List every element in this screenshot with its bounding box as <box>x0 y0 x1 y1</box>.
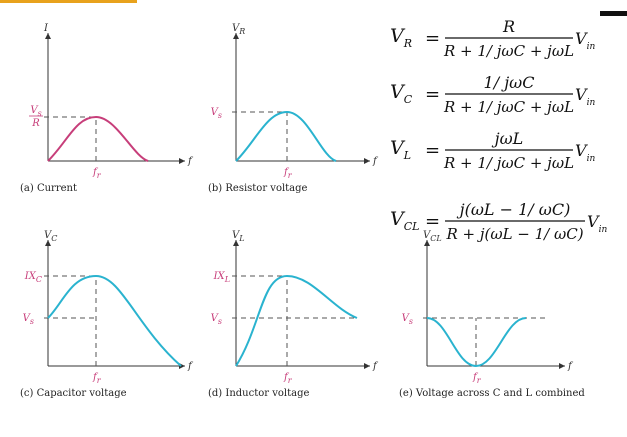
y-axis-arrow-icon <box>424 240 430 246</box>
vin-factor: Vin <box>575 29 595 52</box>
ref-label: Vs <box>211 107 222 120</box>
y-axis-arrow-icon <box>233 33 239 39</box>
numerator: j(ωL − 1/ ωC) <box>457 200 571 219</box>
x-axis-label: f <box>372 156 379 167</box>
response-curve <box>426 317 527 368</box>
y-axis-label: VL <box>232 230 245 243</box>
response-curve <box>47 115 149 162</box>
panel-b: VR f fr Vs (b) Resistor voltage <box>208 23 379 194</box>
equation-lhs: VC <box>390 81 413 106</box>
equals-sign: = <box>425 140 440 161</box>
y-axis-arrow-icon <box>45 33 51 39</box>
x-axis-arrow-icon <box>364 363 370 369</box>
x-axis-arrow-icon <box>559 363 565 369</box>
y-axis-arrow-icon <box>233 240 239 246</box>
equation-lhs: VR <box>390 25 412 50</box>
numerator: R <box>502 17 515 36</box>
vin-factor: Vin <box>587 212 607 235</box>
equals-sign: = <box>425 211 440 232</box>
y-axis-label: VCL <box>423 230 442 243</box>
y-axis-label: VR <box>232 23 245 36</box>
ref-label: Vs <box>402 313 413 326</box>
panel-caption: (b) Resistor voltage <box>208 183 308 194</box>
ref-label: Vs <box>211 313 222 326</box>
numerator: jωL <box>492 129 524 148</box>
response-curve <box>235 274 358 367</box>
fr-tick-label: fr <box>283 167 293 180</box>
denominator: R + 1/ jωC + jωL <box>443 42 574 60</box>
header-dash-mark <box>600 11 627 16</box>
panel-c: VC f fr IXC Vs (c) Capacitor voltage <box>20 230 194 399</box>
fr-tick-label: fr <box>92 372 102 385</box>
header-accent-bar <box>0 0 137 3</box>
vin-factor: Vin <box>575 141 595 164</box>
x-axis-label: f <box>187 361 194 372</box>
equals-sign: = <box>425 84 440 105</box>
denominator: R + 1/ jωC + jωL <box>443 98 574 116</box>
numerator: 1/ jωC <box>484 73 535 92</box>
panel-caption: (a) Current <box>20 183 77 194</box>
y-axis-arrow-icon <box>45 240 51 246</box>
response-curve <box>47 274 182 367</box>
fr-tick-label: fr <box>283 372 293 385</box>
panel-caption: (d) Inductor voltage <box>208 388 309 399</box>
panel-caption: (c) Capacitor voltage <box>20 388 127 399</box>
ref-label: Vs <box>23 313 34 326</box>
equals-sign: = <box>425 28 440 49</box>
denominator: R + 1/ jωC + jωL <box>443 154 574 172</box>
denominator: R + j(ωL − 1/ ωC) <box>445 225 583 243</box>
peak-label: IXC <box>24 271 42 284</box>
equation-lhs: VL <box>390 137 411 162</box>
panel-d: VL f fr IXL Vs (d) Inductor voltage <box>208 230 379 399</box>
x-axis-arrow-icon <box>364 158 370 164</box>
equation-CL: VCL=j(ωL − 1/ ωC)R + j(ωL − 1/ ωC)Vin <box>390 200 607 243</box>
x-axis-label: f <box>187 156 194 167</box>
y-axis-label: VC <box>44 230 57 243</box>
equation-lhs: VCL <box>390 208 419 233</box>
response-curve <box>235 110 337 162</box>
x-axis-label: f <box>567 361 574 372</box>
vin-factor: Vin <box>575 85 595 108</box>
x-axis-arrow-icon <box>179 158 185 164</box>
ref-label-bottom: R <box>31 118 40 129</box>
panel-caption: (e) Voltage across C and L combined <box>399 388 585 399</box>
y-axis-label: I <box>43 23 49 34</box>
fr-tick-label: fr <box>472 372 482 385</box>
panel-e: VCL f fr Vs (e) Voltage across C and L combi… <box>399 230 585 399</box>
x-axis-label: f <box>372 361 379 372</box>
fr-tick-label: fr <box>92 167 102 180</box>
panel-a: If fr VsR (a) Current <box>20 23 194 194</box>
ref-label-top: Vs <box>30 105 41 118</box>
peak-label: IXL <box>213 271 230 284</box>
